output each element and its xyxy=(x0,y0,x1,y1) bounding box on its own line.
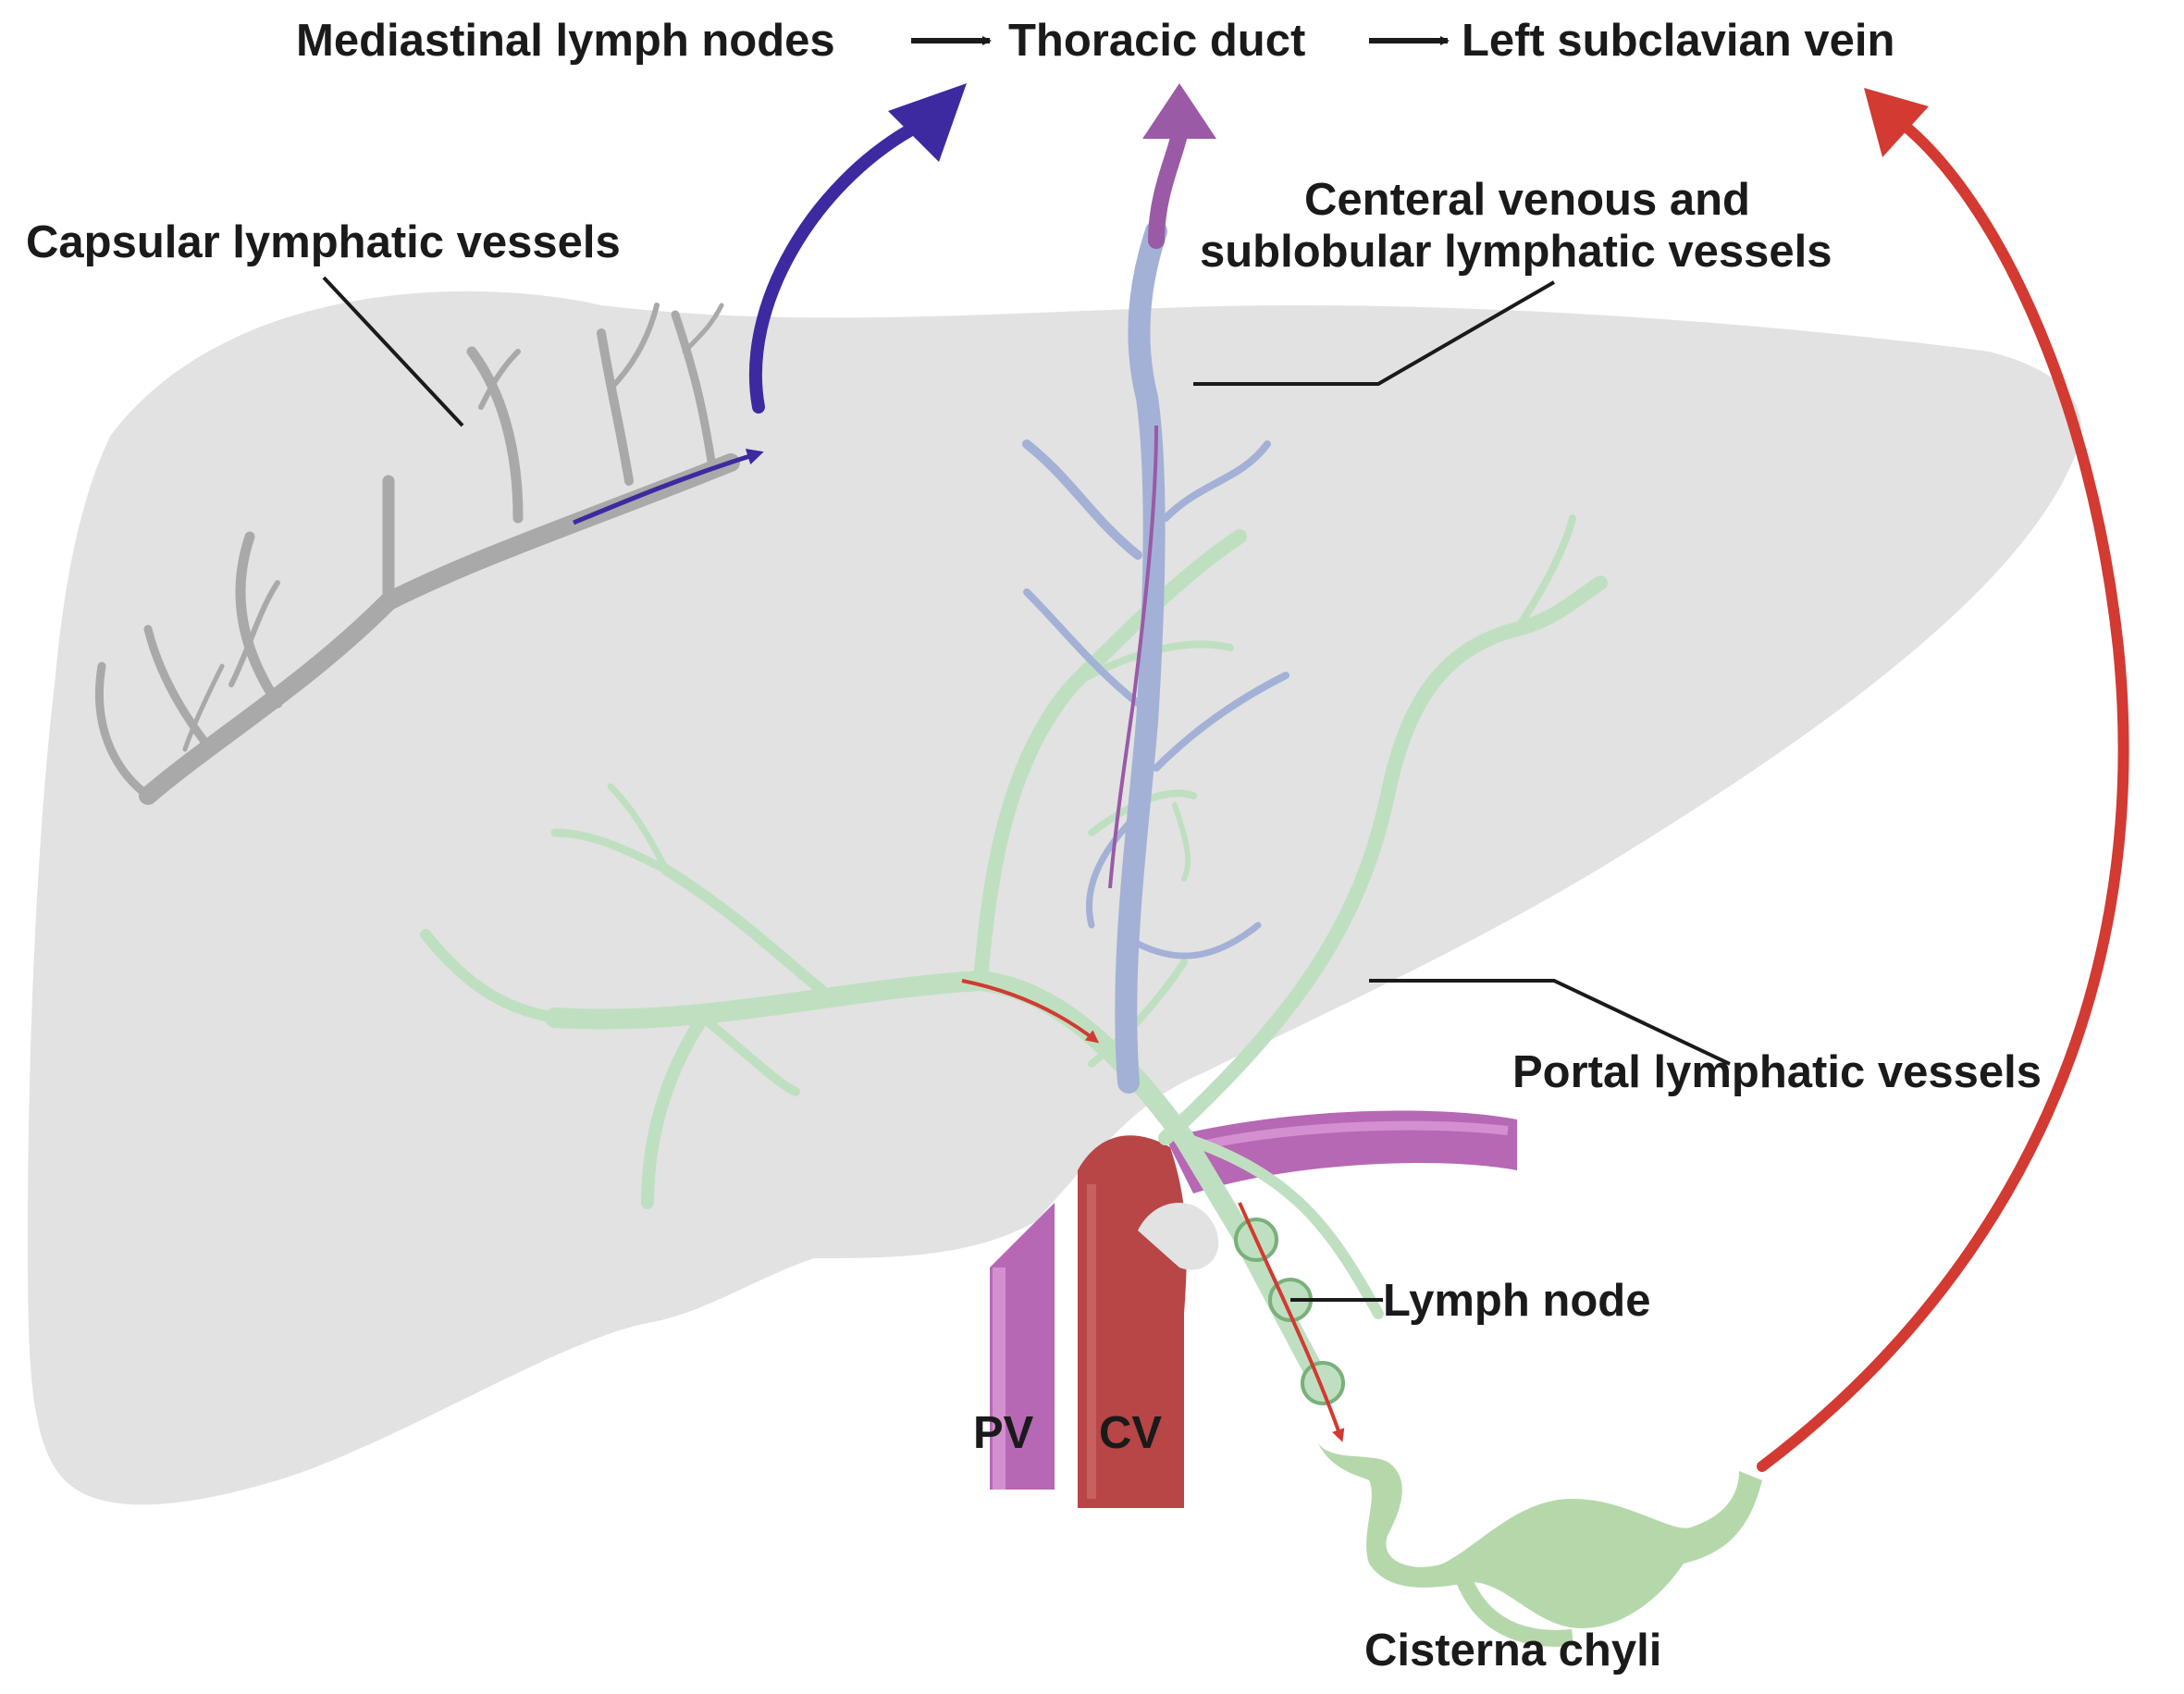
cisterna-chyli xyxy=(1318,1443,1762,1647)
label-thoracic: Thoracic duct xyxy=(1008,16,1305,66)
central-flow-arrow xyxy=(1108,425,1158,889)
label-capsular: Capsular lymphatic vessels xyxy=(26,217,621,267)
blue-arrow-to-mediastinal xyxy=(748,83,967,414)
label-central-2: sublobular lymphatic vessels xyxy=(1200,227,1832,277)
capsular-flow-arrow xyxy=(573,448,764,526)
label-portal: Portal lymphatic vessels xyxy=(1512,1047,2042,1097)
label-subclavian: Left subclavian vein xyxy=(1462,16,1894,66)
leader-lines xyxy=(322,276,1731,1302)
portal-flow-arrow xyxy=(961,979,1100,1044)
label-mediastinal: Mediastinal lymph nodes xyxy=(296,16,835,66)
liver-shape xyxy=(28,291,2081,1505)
label-central-1: Centeral venous and xyxy=(1304,175,1750,225)
purple-arrow-to-thoracic xyxy=(1142,83,1216,249)
label-cisterna: Cisterna chyli xyxy=(1364,1626,1661,1675)
central-vessels xyxy=(1022,220,1289,1094)
label-pv: PV xyxy=(973,1408,1034,1458)
lymph-flow-arrow xyxy=(1238,1202,1345,1442)
red-arrow-to-subclavian xyxy=(1757,88,2129,1472)
label-cv: CV xyxy=(1099,1408,1162,1458)
label-lymph-node: Lymph node xyxy=(1383,1276,1650,1326)
